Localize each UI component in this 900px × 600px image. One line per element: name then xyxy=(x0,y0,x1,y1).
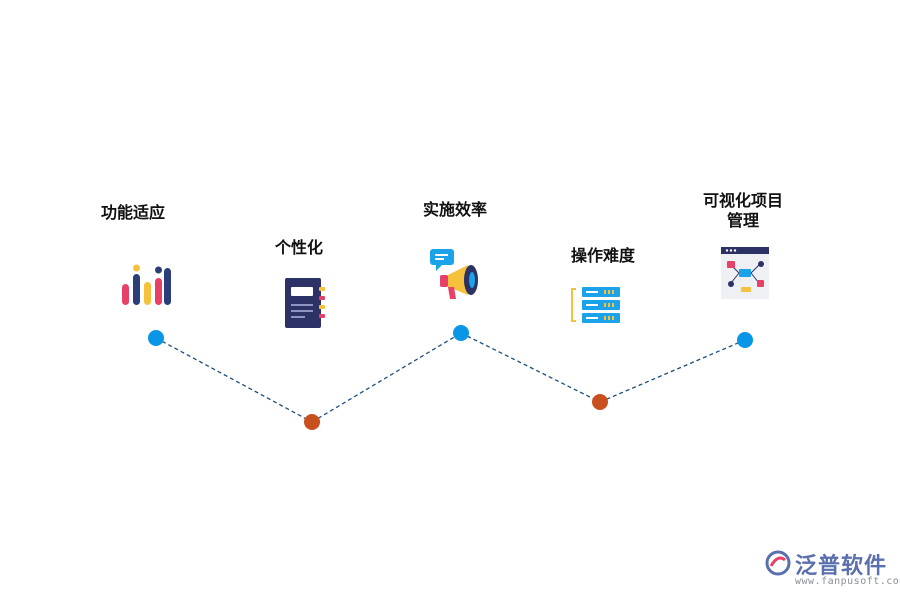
step-label-1: 功能适应 xyxy=(100,203,165,222)
notebook-icon xyxy=(285,278,325,328)
server-stack-icon xyxy=(571,287,620,323)
watermark-brand: 泛普软件 xyxy=(795,554,888,579)
connector-2-3 xyxy=(311,332,462,423)
flowchart-board-icon xyxy=(721,247,769,299)
step-label-2: 个性化 xyxy=(274,238,323,257)
bar-chart-icon xyxy=(122,264,171,305)
node-3 xyxy=(453,325,469,341)
connector-4-5 xyxy=(599,339,746,403)
watermark-url: www.fanpusoft.com xyxy=(795,576,900,587)
node-4 xyxy=(592,394,608,410)
step-label-5: 可视化项目 管理 xyxy=(695,191,791,231)
brand-logo-icon xyxy=(765,550,791,576)
step-label-4: 操作难度 xyxy=(570,246,635,265)
watermark: 泛普软件 www.fanpusoft.com xyxy=(765,548,900,590)
node-1 xyxy=(148,330,164,346)
megaphone-icon xyxy=(430,249,478,299)
node-5 xyxy=(737,332,753,348)
step-label-3: 实施效率 xyxy=(422,200,487,219)
connector-3-4 xyxy=(460,332,601,403)
step-label-5-line2: 管理 xyxy=(726,211,759,230)
node-2 xyxy=(304,414,320,430)
connector-1-2 xyxy=(155,337,313,423)
step-label-5-line1: 可视化项目 xyxy=(702,191,783,210)
